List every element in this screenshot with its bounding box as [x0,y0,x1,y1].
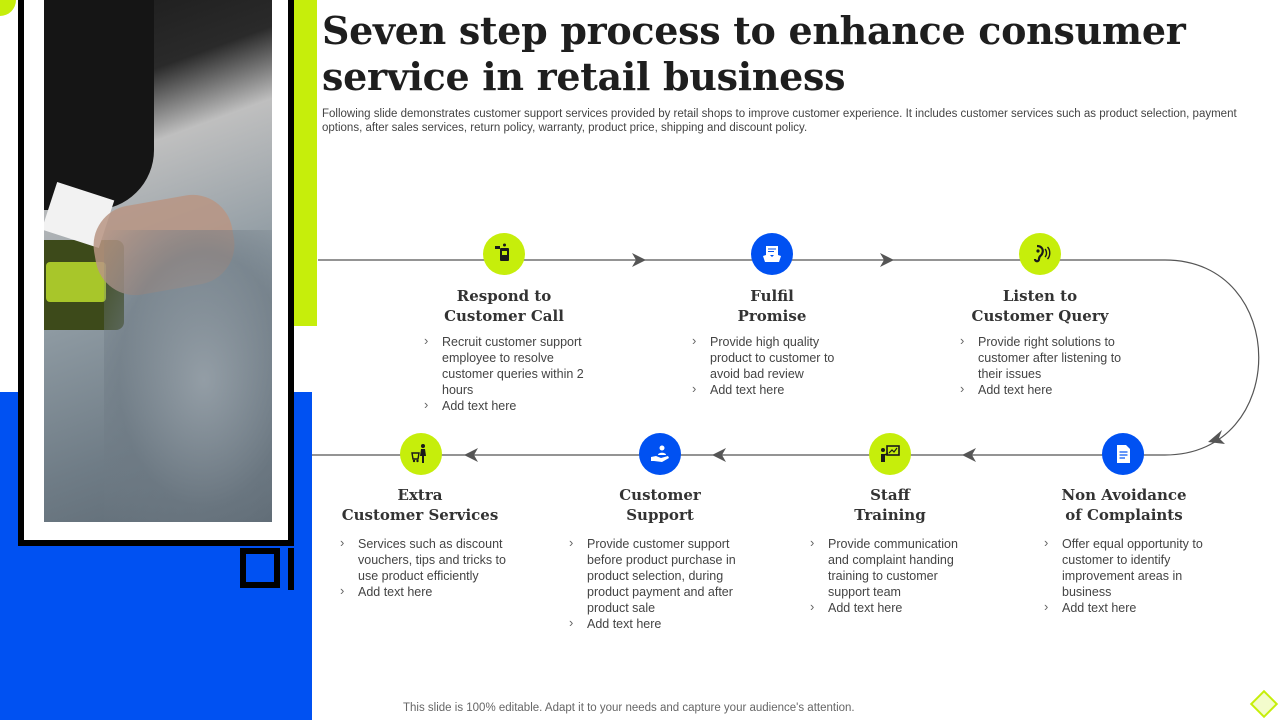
arrow-right-2 [880,253,894,267]
step-7-node [400,433,442,475]
list-item: Add text here [692,381,862,398]
list-item: Provide customer support before product … [569,535,749,616]
arrow-curve [1208,430,1225,444]
line-decoration [288,548,294,590]
list-item: Provide high quality product to customer… [692,333,862,382]
lime-accent-bar [292,0,317,326]
arrow-right-1 [632,253,646,267]
document-icon [1117,445,1130,463]
list-item: Provide communication and complaint hand… [810,535,980,600]
step-1-node [483,233,525,275]
step-5-node [869,433,911,475]
arrow-left-1 [962,448,976,462]
step-6-node [639,433,681,475]
arrow-left-3 [464,448,478,462]
step-6-title: Customer Support [619,486,701,524]
list-item: Add text here [960,381,1130,398]
list-item: Provide right solutions to customer afte… [960,333,1130,382]
list-item: Add text here [810,599,980,616]
step-1-bullets: Recruit customer support employee to res… [424,333,594,414]
step-5-bullets: Provide communication and complaint hand… [810,535,980,616]
step-3-title: Listen to Customer Query [971,287,1109,325]
handshake-icon [763,246,781,262]
page-subtitle: Following slide demonstrates customer su… [322,108,1237,134]
step-7-bullets: Services such as discount vouchers, tips… [340,535,510,600]
list-item: Recruit customer support employee to res… [424,333,594,398]
page-title: Seven step process to enhance consumer s… [322,8,1186,99]
step-6-bullets: Provide customer support before product … [569,535,749,632]
list-item: Offer equal opportunity to customer to i… [1044,535,1214,600]
step-3-bullets: Provide right solutions to customer afte… [960,333,1130,398]
step-5-title: Staff Training [854,486,926,524]
phone-card-icon [495,243,509,261]
step-4-bullets: Offer equal opportunity to customer to i… [1044,535,1214,616]
card-payment-photo [44,0,272,522]
list-item: Add text here [569,615,749,632]
step-4-node [1102,433,1144,475]
list-item: Services such as discount vouchers, tips… [340,535,510,584]
step-7-title: Extra Customer Services [341,486,499,524]
list-item: Add text here [1044,599,1214,616]
step-2-title: Fulfil Promise [737,287,807,325]
footer-note: This slide is 100% editable. Adapt it to… [403,702,855,714]
presentation-board-icon [881,445,900,462]
hand-support-icon [651,445,669,462]
list-item: Add text here [340,583,510,600]
shopper-cart-icon [411,444,426,463]
list-item: Add text here [424,397,594,414]
step-1-title: Respond to Customer Call [444,287,564,325]
step-3-node [1019,233,1061,275]
step-2-node [751,233,793,275]
step-2-bullets: Provide high quality product to customer… [692,333,862,398]
ear-listen-icon [1033,244,1051,263]
square-outline-decoration [240,548,280,588]
step-4-title: Non Avoidance of Complaints [1061,486,1187,524]
arrow-left-2 [712,448,726,462]
